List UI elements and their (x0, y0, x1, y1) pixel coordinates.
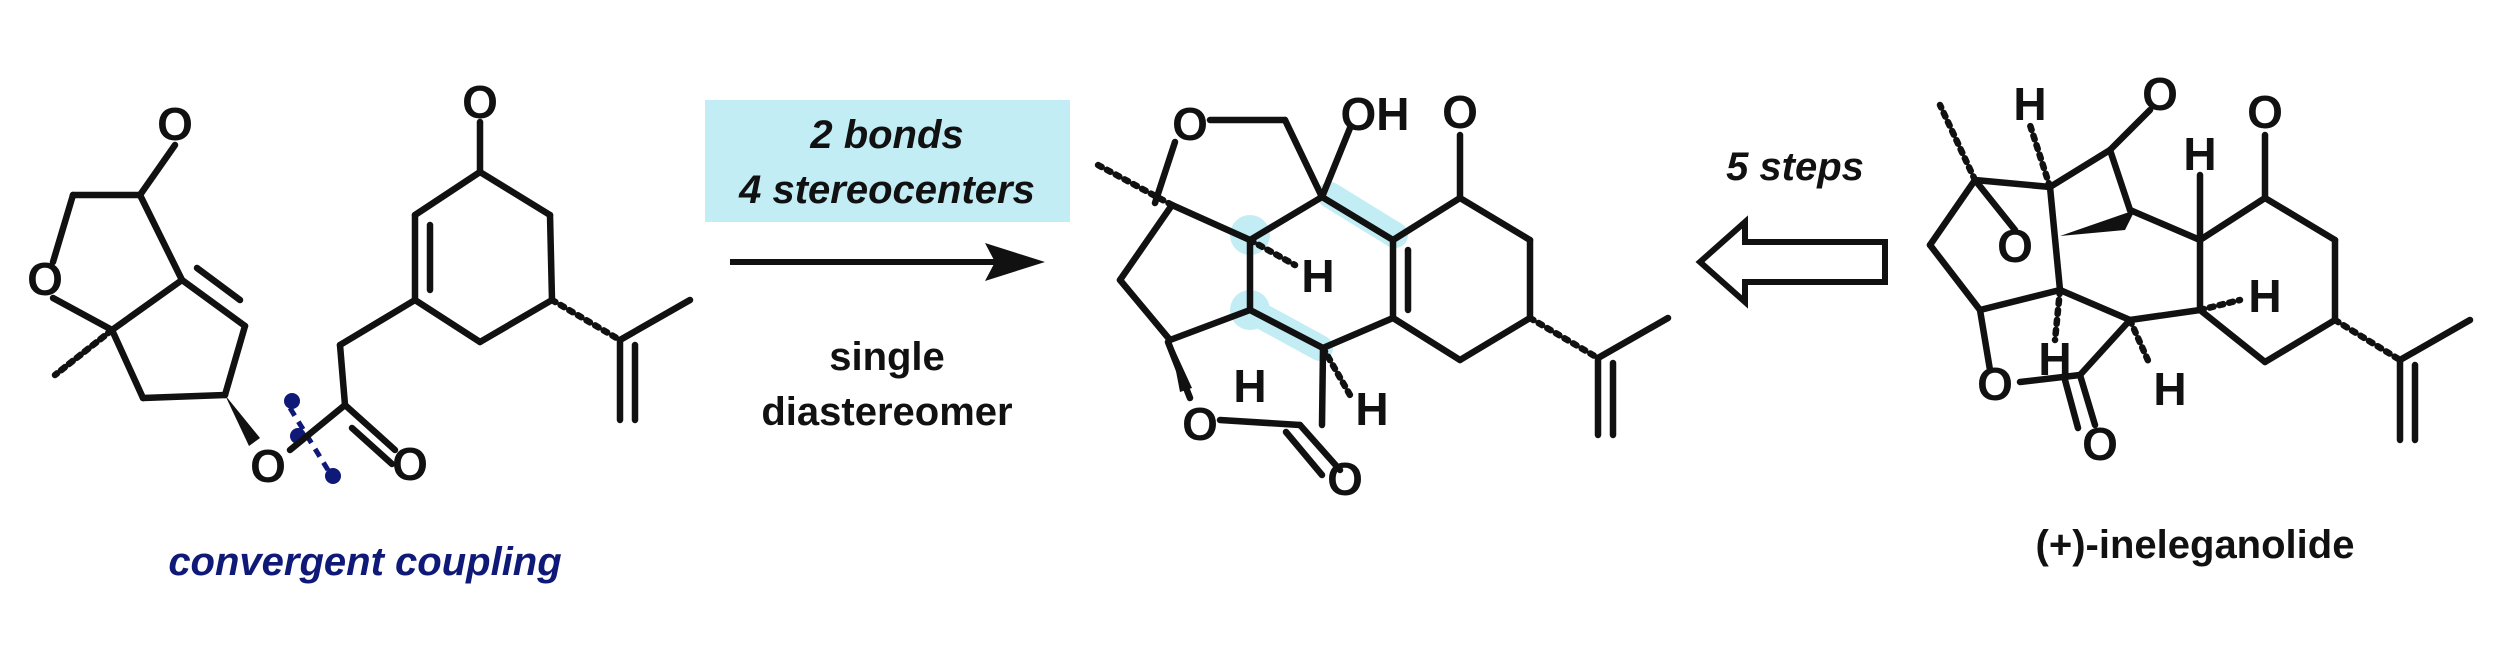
retrosynthesis-arrow: 5 steps (1695, 145, 1888, 309)
label-4-stereocenters: 4 stereocenters (738, 168, 1035, 212)
label-2-bonds: 2 bonds (809, 113, 963, 157)
atom-ketone-o: O (157, 98, 193, 150)
caption-ineleganolide: (+)-ineleganolide (2036, 523, 2355, 567)
atom-h-2: H (1233, 360, 1266, 412)
atom-lactone-carbonyl-o: O (1327, 453, 1363, 505)
atom-ketone-o-r1: O (2142, 68, 2178, 120)
cyclohexenone-acid-fragment (286, 118, 694, 468)
atom-bridge-o: O (1997, 220, 2033, 272)
atom-hydroxyl: OH (1341, 88, 1410, 140)
atom-ketone-o-product: O (1442, 86, 1478, 138)
forward-arrowhead (985, 243, 1045, 281)
atom-h-r4: H (2038, 333, 2071, 385)
product-structure (1094, 116, 1672, 479)
wedge-bond (225, 395, 260, 446)
starting-materials: O O O O (27, 76, 694, 584)
label-5-steps: 5 steps (1726, 145, 1864, 189)
atom-h-r3: H (2248, 270, 2281, 322)
highlight-box (705, 100, 1070, 222)
forward-reaction: 2 bonds 4 stereocenters single diastereo… (705, 100, 1070, 434)
atom-h-3: H (1355, 383, 1388, 435)
atom-ester-o: O (250, 440, 286, 492)
atom-h-1: H (1301, 250, 1334, 302)
ineleganolide-structure (1926, 101, 2474, 444)
atom-carbonyl-o: O (392, 438, 428, 490)
atom-h-r1: H (2013, 78, 2046, 130)
atom-ring-o-product: O (1172, 98, 1208, 150)
label-single: single (829, 335, 945, 379)
atom-enone-o: O (462, 76, 498, 128)
caption-convergent-coupling: convergent coupling (168, 540, 561, 584)
atom-ketone-o-r2: O (2247, 86, 2283, 138)
atom-ring-o: O (27, 253, 63, 305)
disconnection-marker (284, 393, 341, 484)
bicyclic-lactol-fragment (49, 141, 260, 446)
atom-lactone-o: O (1182, 398, 1218, 450)
atom-lactone-o-r: O (1977, 358, 2013, 410)
retro-open-arrow (1695, 215, 1888, 309)
atom-h-r2: H (2183, 128, 2216, 180)
label-diastereomer: diastereomer (761, 390, 1012, 434)
atom-h-r5: H (2153, 363, 2186, 415)
atom-lactone-carbonyl-o-r: O (2082, 418, 2118, 470)
